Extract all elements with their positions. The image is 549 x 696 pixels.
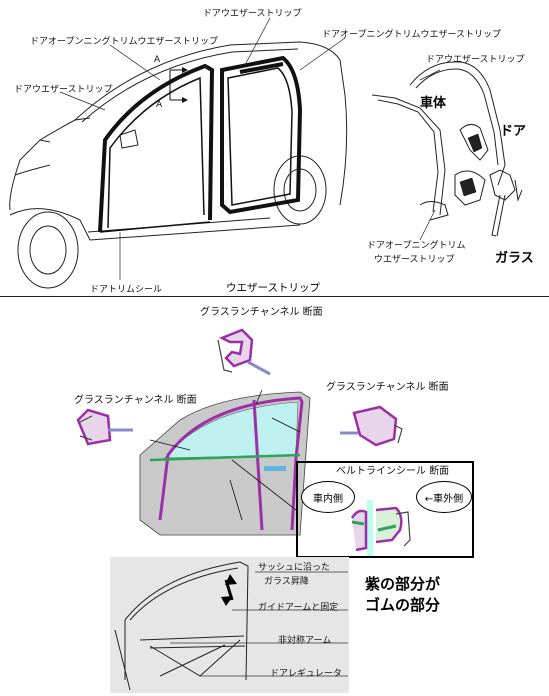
label-xsec-glass: ガラス (495, 251, 534, 266)
label-xsec-body: 車体 (420, 96, 447, 111)
label-section-a1: A (154, 55, 161, 65)
note-line2: ゴムの部分 (365, 596, 441, 614)
section-divider (0, 296, 549, 297)
label-section-a2: A (156, 100, 163, 110)
label-asym-arm: 非対称アーム (278, 636, 332, 646)
label-xsec-door: ドア (500, 124, 527, 139)
label-xsec-opening-trim-line2: ウエザーストリップ (374, 255, 455, 265)
note-line1: 紫の部分が (365, 575, 441, 593)
label-xsec-door-weatherstrip: ドアウエザーストリップ (426, 55, 525, 65)
label-guide-arm: ガイドアームと固定 (258, 603, 339, 613)
label-sash-line1: サッシュに沿った (258, 563, 331, 573)
label-glass-run-top: グラスランチャンネル 断面 (200, 307, 323, 318)
label-glass-run-right: グラスランチャンネル 断面 (326, 382, 449, 393)
label-door-weatherstrip-left: ドアウエザーストリップ (14, 85, 113, 95)
label-door-weatherstrip-top: ドアウエザーストリップ (203, 9, 302, 19)
label-opening-trim-left: ドアオープンニングトリムウエザーストリップ (30, 37, 219, 47)
outside-label: ←車外側 (416, 481, 472, 513)
beltline-seal-title: ベルトラインシール 断面 (336, 466, 450, 477)
beltline-seal-inset: ベルトラインシール 断面 車内側 ←車外側 (296, 461, 474, 558)
label-xsec-opening-trim-line1: ドアオープニングトリム (367, 241, 466, 251)
label-sash-line2: ガラス昇降 (264, 577, 309, 587)
inside-label: 車内側 (301, 481, 355, 513)
label-opening-trim-right: ドアオープニングトリムウエザーストリップ (322, 30, 502, 40)
label-regulator: ドアレギュレータ (270, 669, 342, 679)
label-door-trim-seal: ドアトリムシール (90, 285, 163, 295)
caption-weatherstrip: ウエザーストリップ (226, 282, 320, 294)
label-glass-run-left: グラスランチャンネル 断面 (74, 395, 197, 406)
car-weatherstrip-illustration (9, 17, 523, 289)
